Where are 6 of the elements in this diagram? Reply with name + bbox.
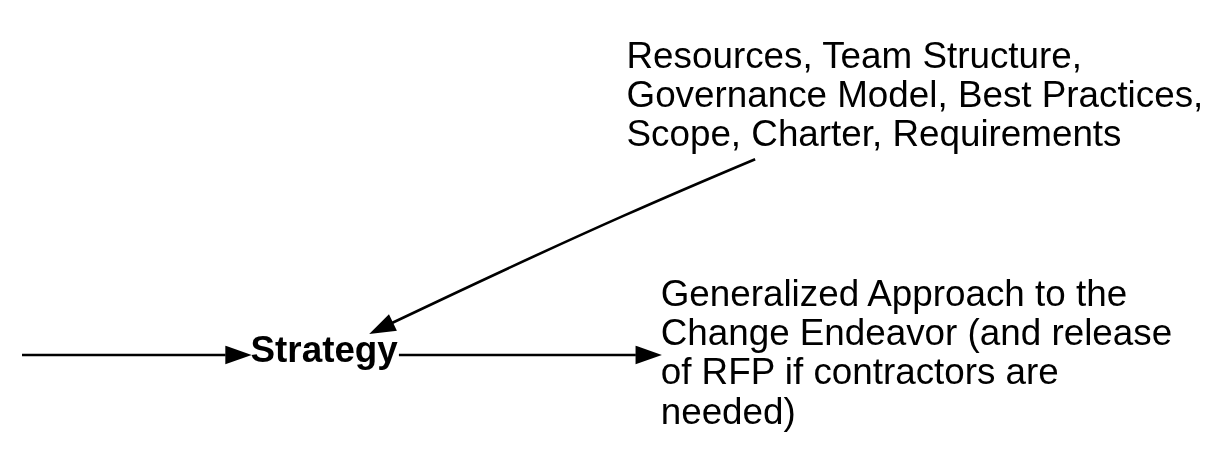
arrow: [398, 345, 662, 364]
node-text: Generalized Approach to the Change Endeavor (and release of RFP if contractors are needed): [660, 272, 1173, 432]
arrow: [22, 345, 252, 364]
node-text: Resources, Team Structure, Governance Model, Best Practices, Scope, Charter, Requirements: [626, 34, 1204, 154]
arrow: [369, 157, 756, 334]
node-text: Strategy: [250, 328, 398, 370]
